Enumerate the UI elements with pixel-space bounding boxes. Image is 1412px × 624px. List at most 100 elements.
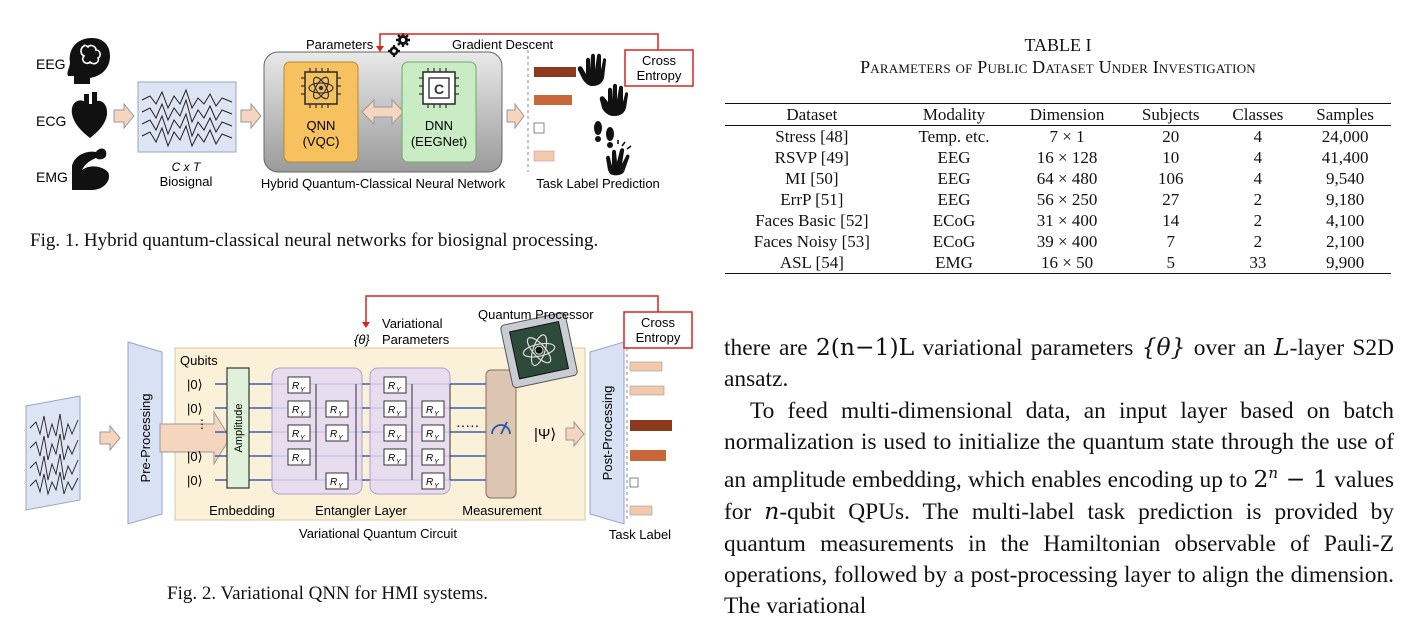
qnn-title: QNN [307, 118, 336, 133]
cell: 56 × 250 [1036, 190, 1098, 209]
eeg-label: EEG [36, 56, 66, 72]
cell: 2 [1253, 190, 1263, 209]
input-signal-tile [25, 395, 81, 511]
ket-q4: |0⟩ [187, 473, 203, 488]
cross-entropy-box-2 [623, 311, 693, 349]
variational-label-2: Parameters [382, 332, 450, 347]
cross-entropy-text-1: Cross [642, 53, 676, 68]
ket-q3: |0⟩ [187, 449, 203, 464]
svg-text:R: R [292, 381, 299, 392]
measurement-label: Measurement [462, 503, 542, 518]
variational-label-1: Variational [382, 316, 443, 331]
cell: 4 [1253, 148, 1263, 167]
cell: 7 [1166, 232, 1175, 251]
cell: ECoG [932, 232, 976, 251]
cell: 24,000 [1321, 127, 1369, 146]
quantum-processor-icon [500, 312, 578, 389]
svg-text:Y: Y [338, 411, 344, 418]
svg-text:R: R [330, 405, 337, 416]
muscle-arm-icon [72, 148, 110, 190]
hybrid-label: Hybrid Quantum-Classical Neural Network [261, 176, 506, 191]
entangler-label: Entangler Layer [315, 503, 407, 518]
cell: 4 [1253, 127, 1263, 146]
qubits-label: Qubits [180, 353, 218, 368]
paragraph-2: To feed multi-dimensional data, an input… [724, 397, 1395, 620]
cell: 9,900 [1299, 252, 1391, 274]
paragraph-1: there are 2(n−1)L variational parameters… [724, 333, 1395, 393]
ket-q1: |0⟩ [187, 377, 203, 392]
cell: 33 [1216, 252, 1300, 274]
cell: 31 × 400 [1036, 211, 1098, 230]
cell: 10 [1162, 148, 1180, 167]
svg-text:R: R [388, 453, 395, 464]
cpu-chip-icon: C [419, 68, 459, 108]
math-expression: L [1274, 333, 1290, 361]
math-expression: n [764, 497, 780, 526]
parameters-label: Parameters [306, 37, 374, 52]
svg-text:R: R [292, 429, 299, 440]
hand-icon [577, 53, 607, 86]
grab-hand-icon [599, 83, 629, 116]
ecg-label: ECG [36, 113, 66, 129]
svg-text:Y: Y [396, 435, 402, 442]
cross-entropy-2-text-2: Entropy [636, 330, 681, 345]
math-expression: 2 [1253, 464, 1269, 493]
cell: MI [50] [785, 169, 839, 188]
svg-text:Y: Y [396, 459, 402, 466]
svg-text:R: R [388, 405, 395, 416]
prediction-label: Task Label Prediction [536, 176, 660, 191]
cell: EMG [898, 252, 1010, 274]
cell: 9,540 [1325, 169, 1365, 188]
pre-processing-panel [127, 341, 163, 525]
ket-q2: |0⟩ [187, 401, 203, 416]
circuit-label: Variational Quantum Circuit [299, 526, 457, 541]
cell: EEG [937, 190, 971, 209]
pre-processing-label: Pre-Processing [138, 394, 153, 483]
table-subtitle: Parameters of Public Dataset Under Inves… [860, 57, 1256, 77]
svg-text:R: R [292, 405, 299, 416]
svg-text:R: R [388, 429, 395, 440]
footsteps-icon [594, 121, 614, 148]
svg-text:R: R [292, 453, 299, 464]
cell: 41,400 [1321, 148, 1369, 167]
math-superscript: n [1268, 464, 1279, 483]
header-classes: Classes [1216, 103, 1300, 126]
cell: 4 [1253, 169, 1263, 188]
cell: 39 × 400 [1036, 232, 1098, 251]
gears-icon [388, 33, 410, 57]
biosignal-waveform [141, 88, 233, 148]
cell: Faces Basic [52] [755, 211, 869, 230]
table-title: TABLE I [1024, 35, 1092, 55]
figure-2: Pre-Processing Qubits |0⟩ |0⟩ |0⟩ |0⟩ ⋮ … [25, 295, 693, 542]
header-subjects: Subjects [1124, 103, 1217, 126]
svg-text:Y: Y [396, 411, 402, 418]
psi-ket: |Ψ⟩ [534, 426, 556, 443]
math-expression: {θ} [1141, 333, 1186, 361]
svg-text:⋮: ⋮ [196, 417, 208, 431]
svg-text:Y: Y [300, 387, 306, 394]
svg-text:R: R [426, 429, 433, 440]
svg-text:Y: Y [300, 459, 306, 466]
output-bars [629, 361, 672, 516]
body-text: there are 2(n−1)L variational parameters… [724, 332, 1394, 622]
amplitude-label: Amplitude [233, 404, 245, 453]
biosignal-dims: C x T [172, 160, 202, 174]
svg-text:·····: ····· [456, 417, 479, 433]
embedding-label: Embedding [209, 503, 275, 518]
cell: ECoG [932, 211, 976, 230]
cell: 5 [1124, 252, 1217, 274]
svg-text:R: R [388, 381, 395, 392]
svg-text:Y: Y [396, 387, 402, 394]
header-modality: Modality [898, 103, 1010, 126]
feedback-line-2 [365, 295, 659, 324]
svg-text:Y: Y [300, 411, 306, 418]
figure-1-caption: Fig. 1. Hybrid quantum-classical neural … [30, 230, 599, 251]
cell: RSVP [49] [774, 148, 850, 167]
